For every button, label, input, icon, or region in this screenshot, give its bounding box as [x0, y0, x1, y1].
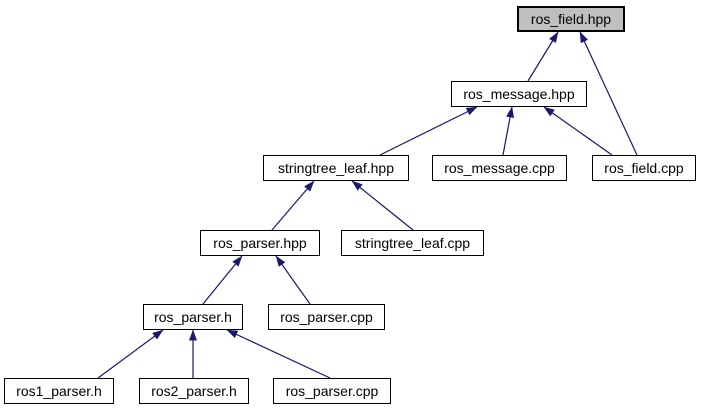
graph-node-ros_message_hpp[interactable]: ros_message.hpp [451, 81, 587, 107]
edge-ros_parser_cpp_bot-to-ros_parser_h [226, 329, 331, 379]
edge-ros_message_hpp-to-ros_field_hpp [527, 31, 559, 82]
graph-node-ros_parser_h[interactable]: ros_parser.h [143, 304, 243, 330]
graph-node-ros_parser_hpp[interactable]: ros_parser.hpp [200, 230, 320, 256]
edge-ros_field_cpp-to-ros_field_hpp [579, 31, 638, 156]
edge-ros1_parser_h-to-ros_parser_h [97, 329, 164, 379]
graph-node-stringtree_leaf_cpp[interactable]: stringtree_leaf.cpp [341, 230, 484, 256]
graph-node-ros_field_hpp[interactable]: ros_field.hpp [517, 6, 625, 32]
graph-node-ros_field_cpp[interactable]: ros_field.cpp [592, 155, 696, 181]
edge-ros_parser_cpp_mid-to-ros_parser_hpp [275, 255, 311, 305]
graph-node-ros1_parser_h[interactable]: ros1_parser.h [4, 378, 114, 404]
graph-node-ros_parser_cpp_mid[interactable]: ros_parser.cpp [268, 304, 385, 330]
edge-ros_field_cpp-to-ros_message_hpp [543, 106, 613, 156]
edge-stringtree_leaf_cpp-to-stringtree_leaf_hpp [351, 180, 414, 231]
graph-node-stringtree_leaf_hpp[interactable]: stringtree_leaf.hpp [263, 155, 409, 181]
graph-node-ros_message_cpp[interactable]: ros_message.cpp [432, 155, 567, 181]
edge-ros_parser_h-to-ros_parser_hpp [202, 255, 243, 305]
edge-stringtree_leaf_hpp-to-ros_message_hpp [379, 106, 478, 156]
edge-ros_message_cpp-to-ros_message_hpp [502, 106, 514, 156]
graph-node-ros2_parser_h[interactable]: ros2_parser.h [139, 378, 249, 404]
edge-ros_parser_hpp-to-stringtree_leaf_hpp [271, 180, 315, 231]
graph-node-ros_parser_cpp_bot[interactable]: ros_parser.cpp [273, 378, 391, 404]
edge-group [97, 31, 638, 379]
